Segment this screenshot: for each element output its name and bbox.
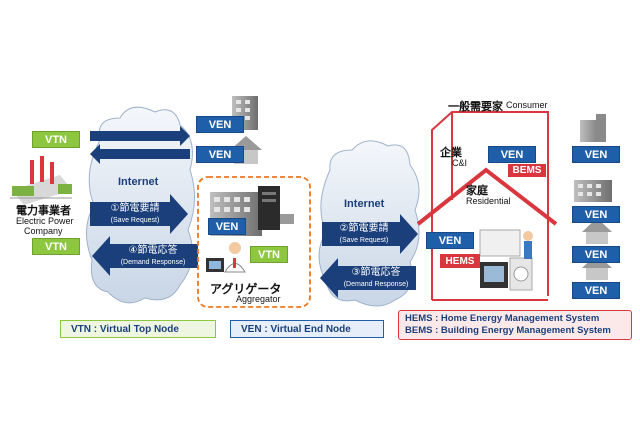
ven-badge-top: VEN (196, 116, 244, 133)
hems-badge: HEMS (440, 254, 480, 268)
appliances-icon (479, 229, 533, 291)
save-request-arrow-2 (322, 214, 418, 254)
legend-ems-box: HEMS : Home Energy Management System BEM… (398, 310, 632, 340)
right-ven-badge-1: VEN (572, 146, 620, 163)
legend-hems: HEMS : Home Energy Management System (405, 313, 600, 324)
demand-response-4-jp: ④節電応答 (128, 245, 178, 256)
demand-response-3-en: (Demand Response) (343, 281, 409, 288)
ven-badge-second: VEN (196, 146, 244, 163)
company-label-en-1: Electric Power (16, 216, 74, 226)
right-ven-badge-3: VEN (572, 246, 620, 263)
aggregator-label-jp: アグリゲータ (210, 282, 282, 296)
company-label-en-2: Company (24, 226, 63, 236)
right-house-icon-1 (582, 218, 612, 244)
internet-label-middle: Internet (344, 198, 385, 210)
aggregator-label-en: Aggregator (236, 294, 281, 304)
save-request-2-en: (Save Request) (339, 237, 389, 244)
power-plant-icon (10, 156, 72, 205)
residential-label-jp: 家庭 (466, 185, 488, 197)
save-request-2-text: ②節電要請 (Save Request) (326, 223, 402, 247)
top-link-arrows (90, 126, 190, 164)
legend-bems: BEMS : Building Energy Management System (405, 325, 611, 336)
demand-response-4-text: ④節電応答 (Demand Response) (110, 245, 196, 269)
legend-vtn: VTN : Virtual Top Node (60, 320, 216, 338)
save-request-1-text: ①節電要請 (Save Request) (98, 203, 172, 227)
ci-label-jp: 企業 (440, 147, 462, 159)
right-ven-badge-2: VEN (572, 206, 620, 223)
demand-response-3-jp: ③節電応答 (351, 267, 401, 278)
vtn-badge-top: VTN (32, 131, 80, 148)
residential-label-en: Residential (466, 196, 511, 206)
demand-response-arrow-3 (320, 258, 416, 298)
internet-label-left: Internet (118, 176, 159, 188)
company-label-jp: 電力事業者 (16, 205, 71, 217)
save-request-1-en: (Save Request) (110, 217, 160, 224)
save-request-2-jp: ②節電要請 (339, 223, 389, 234)
demand-response-arrow-4 (92, 236, 198, 276)
aggregator-vtn-badge: VTN (250, 246, 288, 263)
consumer-label-en: Consumer (506, 100, 548, 110)
right-ven-badge-4: VEN (572, 282, 620, 299)
aggregator-ven-badge: VEN (208, 218, 246, 235)
operator-icon (206, 242, 246, 273)
consumer-house-outline (416, 111, 558, 301)
legend-ven: VEN : Virtual End Node (230, 320, 384, 338)
consumer-label-jp: 一般需要家 (448, 101, 503, 113)
right-building-icon-1 (580, 114, 606, 142)
vtn-badge-bottom: VTN (32, 238, 80, 255)
save-request-1-jp: ①節電要請 (110, 203, 160, 214)
bems-badge: BEMS (508, 164, 546, 177)
server-icon (258, 186, 294, 230)
demand-response-3-text: ③節電応答 (Demand Response) (334, 267, 418, 291)
right-building-icon-2 (574, 180, 612, 202)
save-request-arrow-1 (90, 194, 188, 234)
ven-badge-residential: VEN (426, 232, 474, 249)
demand-response-4-en: (Demand Response) (120, 259, 186, 266)
ven-badge-ci: VEN (488, 146, 536, 163)
ci-label-en: C&I (452, 158, 468, 168)
